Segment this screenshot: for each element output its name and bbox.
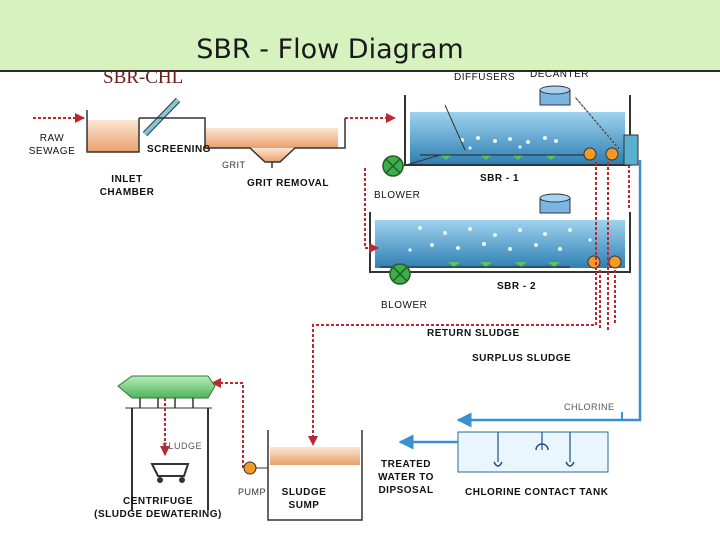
sludge-sump [267,430,363,521]
blower-2-label: BLOWER [381,300,428,311]
chlorine-label: CHLORINE [564,402,615,412]
chlorine-line [456,160,642,428]
decanter-label: DECANTER [530,69,590,80]
sump-pump-icon [243,461,268,475]
sbr-1-label: SBR - 1 [480,173,520,184]
return-sludge-label: RETURN SLUDGE [427,328,520,339]
page-title: SBR - Flow Diagram [196,34,464,65]
sbr-2-label: SBR - 2 [497,281,537,292]
centrifuge [117,375,216,510]
pump-label: PUMP [238,487,267,497]
chlorine-contact-tank [457,431,609,473]
decanter-2 [539,193,571,214]
title-bar: SBR - Flow Diagram [0,0,720,72]
sbr-2-bubbles [408,226,592,252]
sludge-trolley-icon [150,463,190,483]
sludge-label: SLUDGE [162,441,203,451]
grit-removal-label: GRIT REMOVAL [247,178,329,189]
sbr-1-bubbles [460,136,558,150]
diffusers-label: DIFFUSERS [454,72,516,83]
sbr-2-tank [369,212,631,273]
blower-2-icon [389,263,411,285]
blower-1-icon [382,154,441,177]
surplus-sludge-label: SURPLUS SLUDGE [472,353,572,364]
inlet-chamber [86,110,140,153]
sbr-chl-label: SBR-CHL [103,67,184,88]
screen [142,97,181,137]
decanter-1 [539,85,621,151]
centrifuge-label: CENTRIFUGE(SLUDGE DEWATERING) [94,496,222,520]
sbr-2-diffusers [448,262,560,267]
grit-chamber [139,117,346,168]
return-sludge-lines [312,162,630,345]
flow-to-sbr-2 [364,168,379,253]
blower-1-label: BLOWER [374,190,421,201]
sbr-1-pumps [583,134,639,166]
grit-label: GRIT [222,160,246,170]
screening-label: SCREENING [147,144,211,155]
chlorine-contact-tank-label: CHLORINE CONTACT TANK [465,487,609,498]
sludge-feed-line [211,378,244,468]
sbr-1-diffusers [440,155,557,160]
